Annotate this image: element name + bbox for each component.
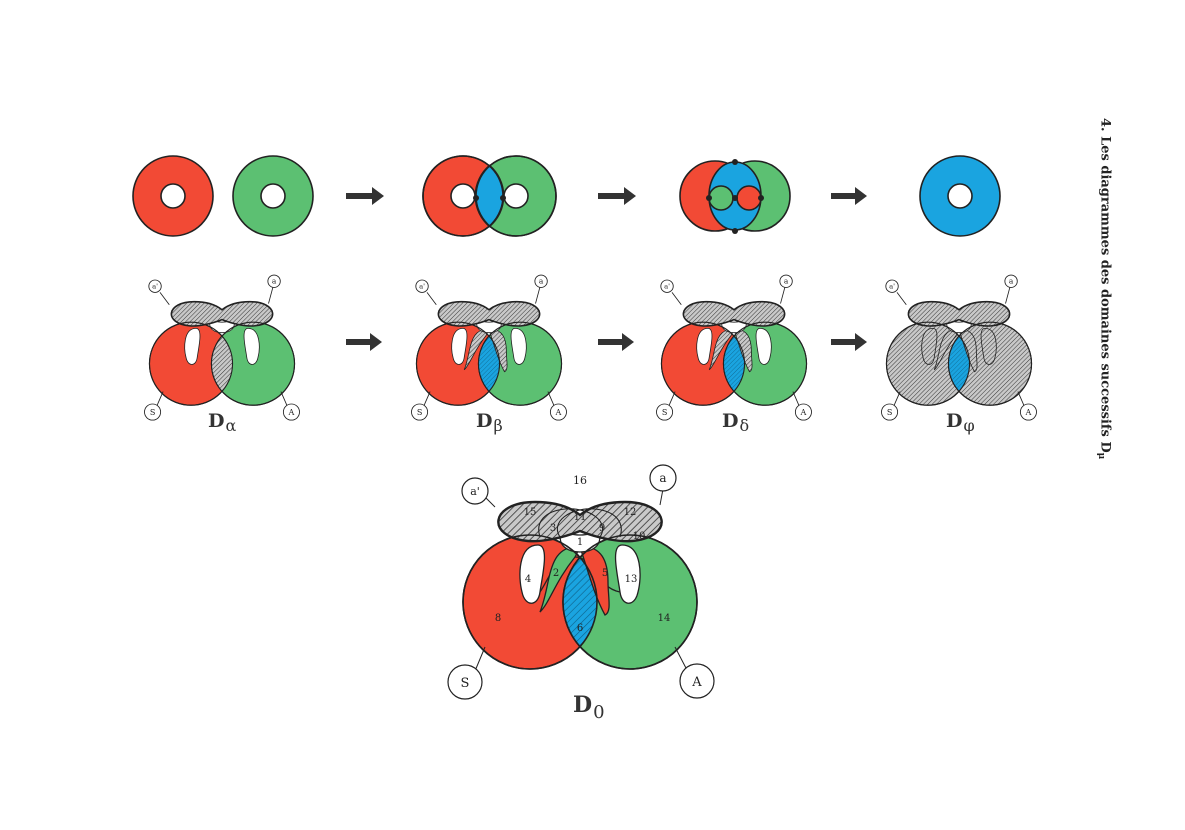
callout-a-prime-small: a'	[889, 283, 895, 291]
callout-a-small: a	[659, 471, 666, 485]
region-label-16: 16	[573, 474, 587, 487]
ring-pair-merged	[679, 159, 791, 234]
region-label-11: 11	[574, 512, 587, 523]
callout-s-small: S	[417, 408, 423, 417]
callout-a-prime-small: a'	[152, 283, 158, 291]
region-label-8: 8	[495, 613, 501, 624]
main-venn-diagram: 16 15 11 12 3 9 10 1 4 2 5 13 8 6 14 S A…	[447, 464, 715, 700]
region-label-2: 2	[553, 568, 559, 579]
ring-green	[232, 155, 314, 237]
arrow-right-icon	[598, 187, 636, 205]
label-circle-a-small	[649, 464, 677, 492]
diagram-label-delta: Dδ	[722, 410, 750, 435]
callout-a-small: A	[1025, 408, 1032, 417]
callout-a-small: A	[800, 408, 807, 417]
diagram-label-beta: Dβ	[476, 410, 503, 435]
ring-red	[132, 155, 214, 237]
arrow-right-icon	[598, 333, 634, 351]
callout-a-small: A	[555, 408, 562, 417]
ring-pair-overlap	[422, 155, 557, 237]
region-label-4: 4	[525, 574, 531, 585]
arrow-right-icon	[346, 333, 382, 351]
venn-diagram-alpha: S Aa' a	[144, 274, 300, 421]
callout-a-small: A	[288, 408, 295, 417]
callout-a-lower-small: a	[272, 277, 277, 286]
callout-s-small: S	[662, 408, 668, 417]
region-label-10: 10	[633, 531, 646, 542]
arrow-right-icon	[346, 187, 384, 205]
venn-diagram-phi: S Aa' a	[881, 274, 1037, 421]
callout-a-prime-small: a'	[419, 283, 425, 291]
region-label-6: 6	[577, 623, 583, 634]
region-label-14: 14	[658, 613, 671, 624]
callout-s-small: S	[887, 408, 893, 417]
callout-a-lower-small: a	[784, 277, 789, 286]
callout-a-lower-small: a	[539, 277, 544, 286]
arrow-right-icon	[831, 333, 867, 351]
venn-diagram-beta: S Aa' a	[411, 274, 567, 421]
diagram-label-zero: D0	[573, 692, 605, 723]
label-circle-a	[679, 663, 715, 699]
region-label-12: 12	[624, 507, 637, 518]
label-circle-s	[447, 664, 483, 700]
region-label-5: 5	[602, 568, 608, 579]
callout-a-prime-small: a'	[664, 283, 670, 291]
diagram-label-phi: Dφ	[946, 410, 975, 435]
arrow-right-icon	[831, 187, 867, 205]
page-title: 4. Les diagrammes des domaines successif…	[1096, 118, 1113, 460]
label-circle-a-prime	[461, 477, 489, 505]
ring-blue	[919, 155, 1001, 237]
callout-s: S	[461, 676, 470, 691]
region-label-9: 9	[599, 523, 605, 534]
callout-a: A	[691, 675, 702, 690]
callout-a-prime: a'	[470, 485, 480, 498]
region-label-13: 13	[625, 574, 638, 585]
region-label-3: 3	[550, 523, 556, 534]
venn-diagram-delta: S Aa' a	[656, 274, 812, 421]
region-label-1: 1	[577, 537, 583, 548]
diagram-label-alpha: Dα	[208, 410, 237, 435]
callout-a-lower-small: a	[1009, 277, 1014, 286]
region-label-15: 15	[524, 507, 537, 518]
callout-s-small: S	[150, 408, 156, 417]
